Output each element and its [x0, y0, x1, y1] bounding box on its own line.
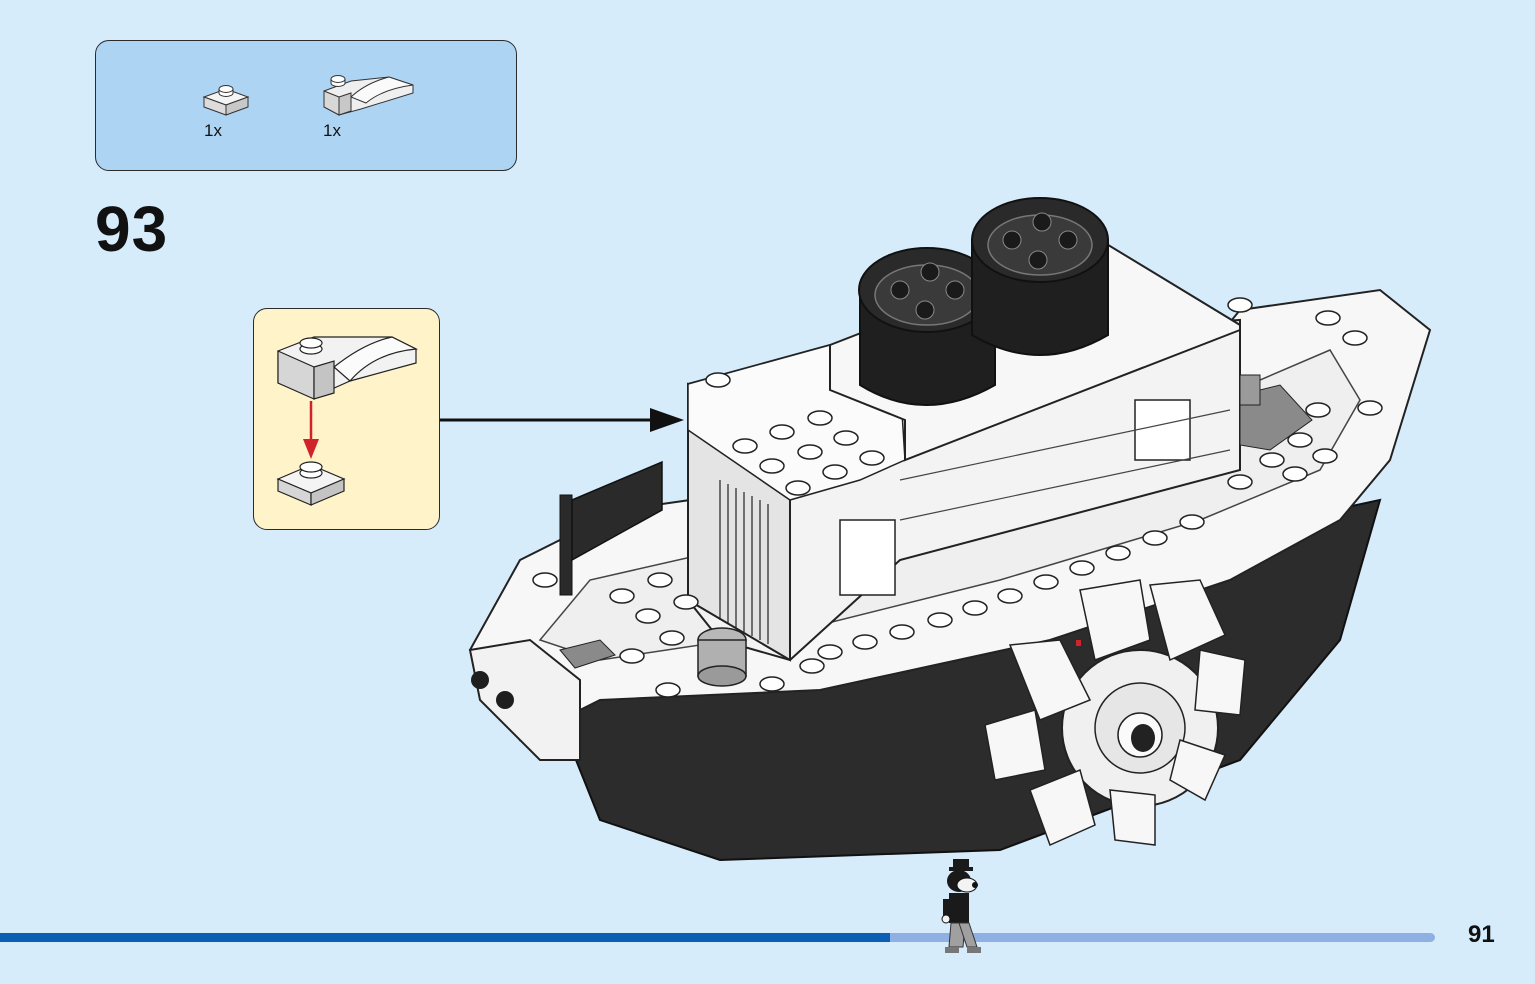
step-number: 93 — [95, 193, 169, 265]
sub-assembly-callout — [253, 308, 440, 530]
part-curved-slope: 1x — [321, 71, 416, 140]
part-quantity: 1x — [323, 121, 341, 140]
progress-bar-fill — [0, 933, 890, 942]
smokestacks — [858, 197, 1109, 406]
part-plate-1x1: 1x — [201, 79, 251, 140]
curved-slope-plate-icon — [323, 75, 414, 116]
sub-assembly-illustration — [276, 336, 419, 506]
page-number: 91 — [1468, 921, 1495, 948]
mascot-walker-icon — [941, 859, 981, 953]
part-quantity: 1x — [204, 121, 222, 140]
callout-arrow-head — [650, 408, 684, 432]
paddle-wheel — [984, 579, 1246, 847]
progress-bar — [0, 933, 1435, 942]
parts-list-box: 1x 1x — [95, 40, 517, 171]
plate-1x1-icon — [202, 85, 250, 116]
